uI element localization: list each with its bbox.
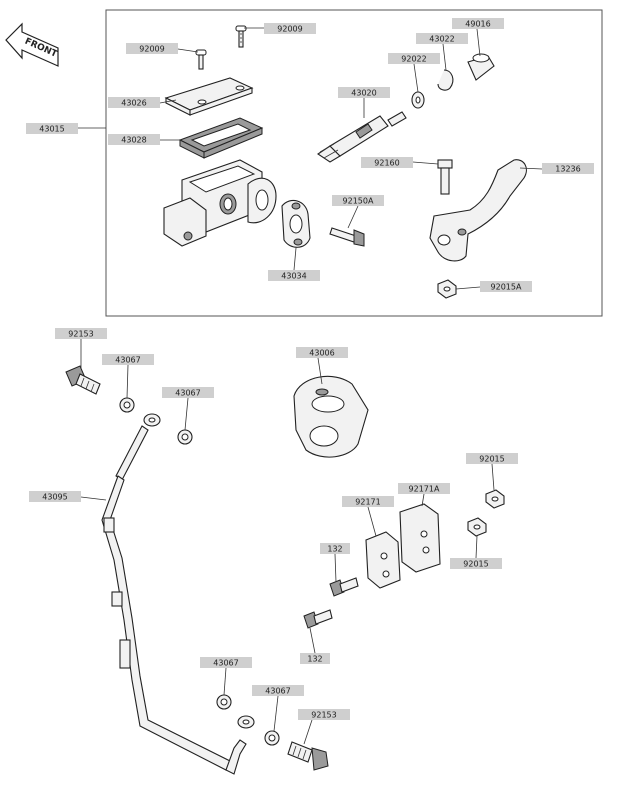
svg-text:92153: 92153 bbox=[68, 330, 93, 339]
svg-text:13236: 13236 bbox=[555, 165, 580, 174]
svg-text:43020: 43020 bbox=[351, 89, 376, 98]
svg-text:92171A: 92171A bbox=[409, 485, 440, 494]
bolt-132-b bbox=[303, 609, 333, 629]
label-13236: 13236 bbox=[542, 163, 594, 174]
label-92171: 92171 bbox=[342, 496, 394, 507]
master-cylinder-body-43015 bbox=[163, 159, 277, 247]
label-132-b: 132 bbox=[300, 653, 330, 664]
svg-text:43006: 43006 bbox=[309, 349, 334, 358]
label-43034: 43034 bbox=[268, 270, 320, 281]
svg-text:92015A: 92015A bbox=[491, 283, 522, 292]
label-43026: 43026 bbox=[108, 97, 160, 108]
bracket-92171 bbox=[365, 531, 401, 589]
label-92015-a: 92015 bbox=[466, 453, 518, 464]
label-43022: 43022 bbox=[416, 33, 468, 44]
label-92015a: 92015A bbox=[480, 281, 532, 292]
label-132-a: 132 bbox=[320, 543, 350, 554]
svg-text:92153: 92153 bbox=[311, 711, 336, 720]
washer-92022 bbox=[411, 91, 425, 109]
label-92171a: 92171A bbox=[398, 483, 450, 494]
bolt-132-a bbox=[329, 577, 359, 597]
label-43028: 43028 bbox=[108, 134, 160, 145]
reservoir-cap-43026 bbox=[164, 77, 254, 116]
label-92153-bottom: 92153 bbox=[298, 709, 350, 720]
holder-43006 bbox=[293, 375, 369, 458]
label-43095: 43095 bbox=[29, 491, 81, 502]
label-92009-left: 92009 bbox=[126, 43, 178, 54]
svg-text:92009: 92009 bbox=[277, 25, 302, 34]
bolt-92160 bbox=[437, 159, 453, 195]
svg-text:92015: 92015 bbox=[463, 560, 488, 569]
svg-text:92150A: 92150A bbox=[343, 197, 374, 206]
washer-43067-d bbox=[264, 730, 280, 746]
nut-92015a bbox=[437, 279, 457, 299]
label-92160: 92160 bbox=[361, 157, 413, 168]
svg-text:43067: 43067 bbox=[175, 389, 200, 398]
label-43015: 43015 bbox=[26, 123, 78, 134]
front-arrow-icon bbox=[5, 22, 59, 67]
svg-text:43026: 43026 bbox=[121, 99, 146, 108]
svg-text:43095: 43095 bbox=[42, 493, 67, 502]
clamp-43034 bbox=[281, 199, 311, 248]
screw-92009-top bbox=[235, 25, 247, 48]
nut-92015-a bbox=[485, 489, 505, 509]
label-43067-d: 43067 bbox=[252, 685, 304, 696]
svg-text:43067: 43067 bbox=[265, 687, 290, 696]
washer-43067-b bbox=[177, 429, 193, 445]
svg-text:132: 132 bbox=[327, 545, 342, 554]
label-43067-c: 43067 bbox=[200, 657, 252, 668]
banjo-bolt-92153-bottom bbox=[287, 741, 329, 771]
boot-49016 bbox=[467, 53, 495, 81]
label-92153-top: 92153 bbox=[55, 328, 107, 339]
svg-text:92171: 92171 bbox=[355, 498, 380, 507]
screw-92009-left bbox=[195, 49, 207, 70]
svg-text:43067: 43067 bbox=[115, 356, 140, 365]
svg-text:92022: 92022 bbox=[401, 55, 426, 64]
svg-text:43034: 43034 bbox=[281, 272, 306, 281]
svg-text:43028: 43028 bbox=[121, 136, 146, 145]
master-cylinder-assembly-frame bbox=[105, 9, 603, 317]
svg-text:43067: 43067 bbox=[213, 659, 238, 668]
svg-text:132: 132 bbox=[307, 655, 322, 664]
label-92009-top: 92009 bbox=[264, 23, 316, 34]
svg-text:92009: 92009 bbox=[139, 45, 164, 54]
label-43067-b: 43067 bbox=[162, 387, 214, 398]
svg-text:43015: 43015 bbox=[39, 125, 64, 134]
svg-text:92015: 92015 bbox=[479, 455, 504, 464]
diaphragm-43028 bbox=[178, 117, 264, 159]
circlip-43022 bbox=[437, 69, 454, 91]
label-43006: 43006 bbox=[296, 347, 348, 358]
label-49016: 49016 bbox=[452, 18, 504, 29]
label-92022: 92022 bbox=[388, 53, 440, 64]
label-43020: 43020 bbox=[338, 87, 390, 98]
svg-text:49016: 49016 bbox=[465, 20, 490, 29]
piston-43020 bbox=[317, 111, 407, 163]
washer-43067-a bbox=[119, 397, 135, 413]
bolt-92150a bbox=[329, 227, 365, 247]
svg-text:43022: 43022 bbox=[429, 35, 454, 44]
front-direction-badge: FRONT bbox=[5, 22, 59, 67]
svg-text:92160: 92160 bbox=[374, 159, 399, 168]
label-43067-a: 43067 bbox=[102, 354, 154, 365]
leader-lines bbox=[78, 27, 543, 745]
lever-13236 bbox=[429, 159, 527, 262]
washer-43067-c bbox=[216, 694, 232, 710]
bracket-92171a bbox=[399, 503, 441, 573]
brake-hose-43095 bbox=[101, 413, 255, 775]
label-92150a: 92150A bbox=[332, 195, 384, 206]
banjo-bolt-92153-top bbox=[65, 365, 101, 395]
label-92015-b: 92015 bbox=[450, 558, 502, 569]
nut-92015-b bbox=[467, 517, 487, 537]
